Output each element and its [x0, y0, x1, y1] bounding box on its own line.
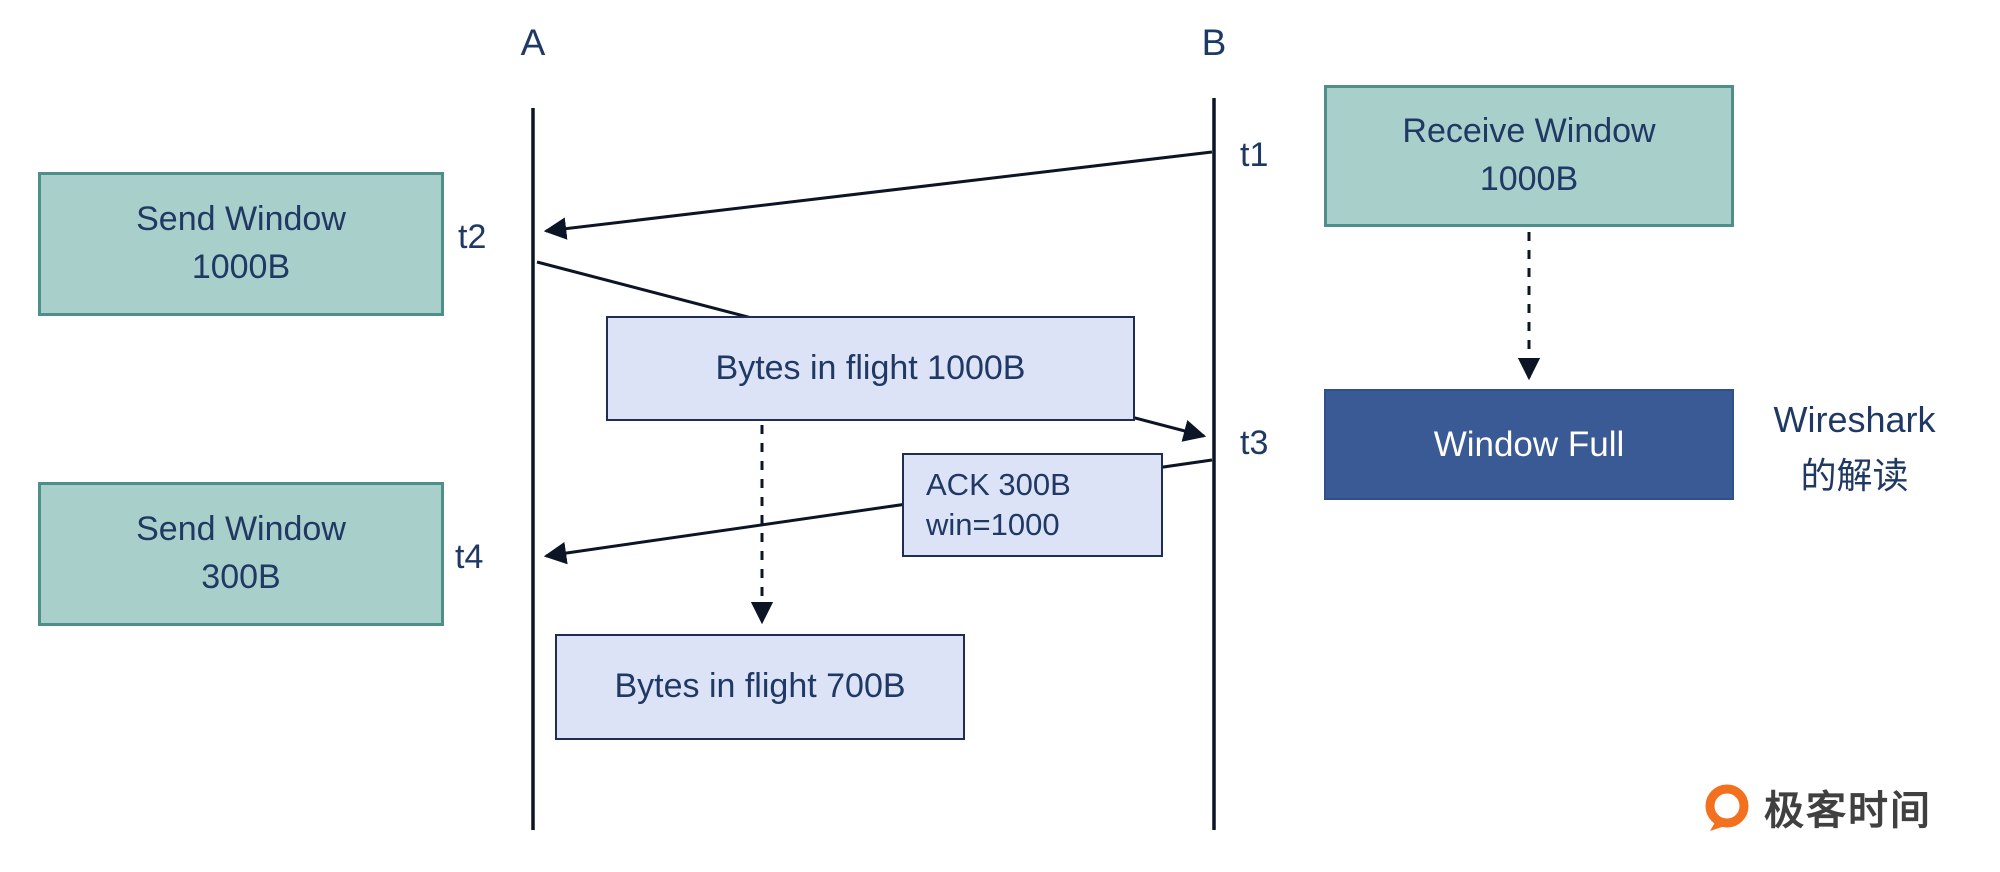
- lifeline-b-label: B: [1201, 22, 1227, 63]
- bytes-in-flight-1000-box: Bytes in flight 1000B: [606, 316, 1135, 421]
- send-window-300-line2: 300B: [201, 558, 281, 596]
- time-label-t2: t2: [458, 218, 487, 256]
- receive-window-1000-box: Receive Window 1000B: [1324, 85, 1734, 227]
- bytes-in-flight-700-box: Bytes in flight 700B: [555, 634, 965, 740]
- send-window-300-box: Send Window 300B: [38, 482, 444, 626]
- bytes-in-flight-700-label: Bytes in flight 700B: [614, 667, 906, 706]
- time-label-t4: t4: [455, 538, 484, 576]
- wireshark-note-line1: Wireshark: [1773, 399, 1936, 440]
- arrow-window-update-b-to-a: [543, 150, 1213, 240]
- send-window-1000-line1: Send Window: [136, 200, 346, 239]
- receive-window-1000-line2: 1000B: [1479, 160, 1579, 198]
- ack-300-line2: win=1000: [926, 507, 1060, 542]
- window-full-box: Window Full: [1324, 389, 1734, 500]
- send-window-300-line1: Send Window: [136, 510, 346, 549]
- window-full-label: Window Full: [1433, 425, 1625, 464]
- geektime-brand: 极客时间: [1700, 778, 1932, 836]
- bytes-in-flight-1000-label: Bytes in flight 1000B: [715, 348, 1026, 387]
- lifeline-a-label: A: [520, 22, 546, 63]
- receive-window-1000-line1: Receive Window: [1402, 112, 1656, 151]
- send-window-1000-line2: 1000B: [191, 248, 291, 286]
- ack-300-line1: ACK 300B: [926, 466, 1071, 502]
- time-label-t1: t1: [1240, 136, 1269, 174]
- ack-300-box: ACK 300B win=1000: [902, 453, 1163, 557]
- time-label-t3: t3: [1240, 424, 1269, 462]
- wireshark-note-line2: 的解读: [1800, 454, 1909, 496]
- geektime-logo-text: 极客时间: [1764, 789, 1932, 833]
- geektime-logo-icon: [1705, 784, 1749, 831]
- send-window-1000-box: Send Window 1000B: [38, 172, 444, 316]
- wireshark-note: Wireshark 的解读: [1752, 392, 1957, 504]
